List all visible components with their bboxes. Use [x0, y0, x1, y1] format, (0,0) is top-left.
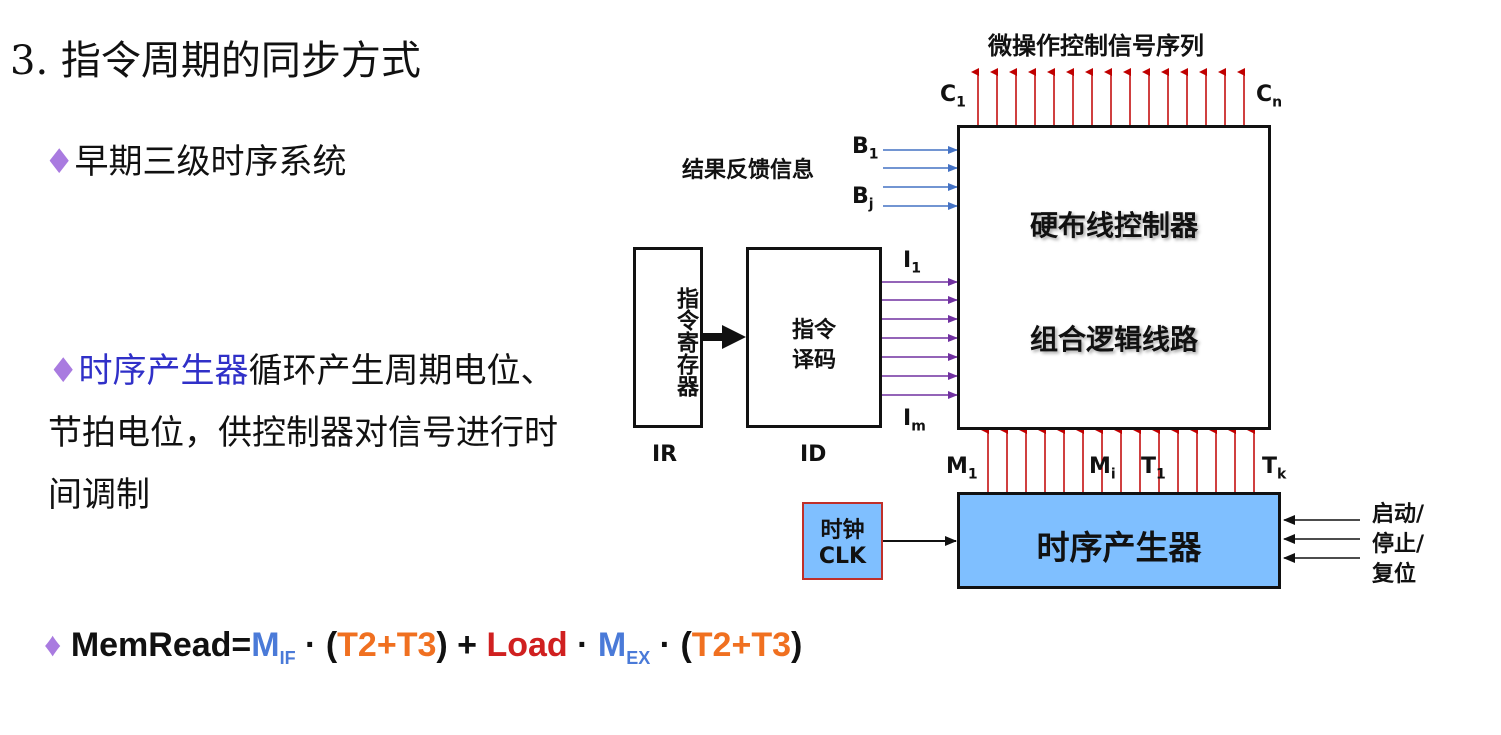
control-signal-caption: 微操作控制信号序列	[988, 32, 1204, 60]
label-c1: C1	[940, 82, 966, 111]
timing-generator-box: 时序产生器	[957, 492, 1281, 589]
control-inputs-label: 启动/ 停止/ 复位	[1372, 502, 1425, 587]
instruction-register-box: 指令寄存器	[633, 247, 703, 428]
highlight-term: 时序产生器	[78, 351, 249, 391]
bullet-timing-generator: ♦时序产生器循环产生周期电位、节拍电位，供控制器对信号进行时间调制	[48, 340, 568, 526]
formula-m-if: MIF	[251, 626, 296, 668]
diamond-bullet-icon: ♦	[48, 351, 79, 391]
formula-lhs: MemRead=	[70, 626, 252, 664]
clock-label-cn: 时钟	[820, 518, 865, 543]
feedback-arrows	[883, 146, 958, 210]
formula-plus: ) +	[436, 626, 487, 664]
formula-m-ex: MEX	[597, 626, 651, 668]
ir-to-id-arrow	[702, 325, 746, 349]
timing-signal-arrows	[981, 426, 1255, 492]
formula-dot: ·	[567, 626, 598, 664]
label-t1: T1	[1141, 454, 1166, 483]
formula-dot: · (	[295, 626, 338, 664]
label-b1: B1	[852, 134, 879, 163]
memread-formula: ♦ MemRead=MIF · (T2+T3) + Load · MEX · (…	[44, 626, 802, 669]
feedback-label: 结果反馈信息	[682, 158, 815, 183]
label-id: ID	[800, 442, 827, 467]
diamond-bullet-icon: ♦	[44, 626, 62, 664]
bullet-early-timing: ♦早期三级时序系统	[44, 134, 346, 183]
formula-t-group: T2+T3	[337, 626, 437, 664]
controller-title: 硬布线控制器	[1029, 209, 1198, 242]
id-box-line1: 指令	[791, 318, 836, 343]
label-cn: Cn	[1256, 82, 1283, 111]
label-m1: M1	[946, 454, 978, 483]
page-title: 3. 指令周期的同步方式	[10, 38, 421, 84]
ir-box-text: 指令寄存器	[673, 287, 698, 397]
label-mi: Mi	[1089, 454, 1116, 483]
bullet-text: 循环产生周期电位、节拍电位，供控制器对信号进行时间调制	[48, 351, 558, 515]
label-bj: Bj	[852, 184, 874, 213]
hardwired-controller-box: 硬布线控制器 组合逻辑线路	[957, 125, 1271, 430]
control-input-arrows	[1283, 515, 1360, 563]
formula-load: Load	[486, 626, 568, 664]
controller-subtitle: 组合逻辑线路	[1029, 323, 1198, 356]
bullet-text: 早期三级时序系统	[74, 142, 347, 182]
instruction-decoder-box: 指令 译码	[746, 247, 882, 428]
label-im: Im	[903, 406, 926, 435]
formula-t-group: T2+T3	[691, 626, 791, 664]
clock-box: 时钟 CLK	[802, 502, 883, 580]
label-ir: IR	[652, 442, 678, 467]
instruction-arrows	[882, 278, 958, 399]
diamond-bullet-icon: ♦	[44, 142, 75, 182]
control-signal-arrows	[971, 68, 1245, 125]
label-i1: I1	[903, 248, 921, 277]
id-box-line2: 译码	[791, 348, 836, 373]
label-tk: Tk	[1262, 454, 1287, 483]
timing-generator-label: 时序产生器	[1036, 528, 1202, 567]
formula-dot: · (	[650, 626, 692, 664]
clock-label-en: CLK	[818, 544, 867, 569]
formula-close: )	[791, 626, 803, 664]
